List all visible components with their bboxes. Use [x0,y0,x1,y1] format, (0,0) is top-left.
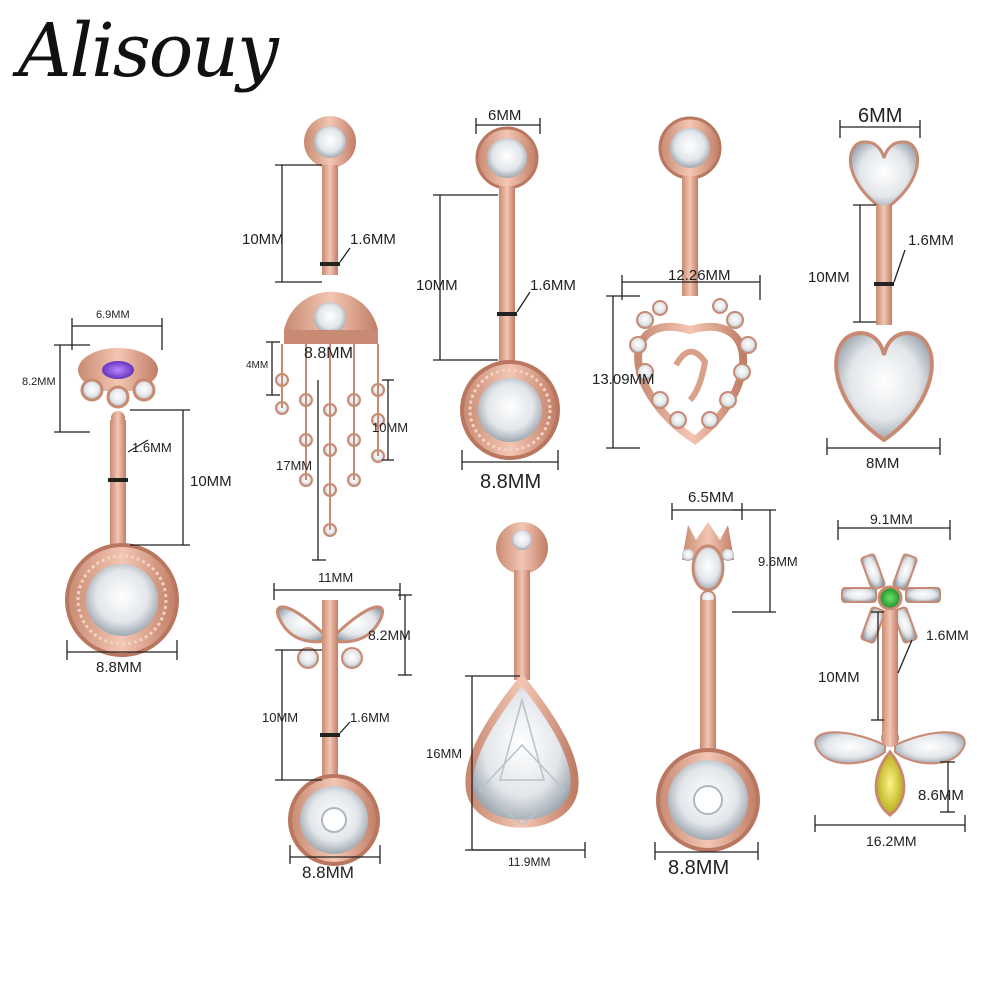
dim-label: 1.6MM [908,232,954,249]
dim-label: 1.6MM [132,440,172,455]
dim-label: 6.9MM [96,309,130,321]
dim-label: 1.6MM [926,627,969,643]
product-heart-cluster [629,116,757,445]
product-flower-bee [814,553,966,817]
product-round-halo-purple-marquise [65,348,179,657]
product-double-heart [834,140,934,443]
dim-label: 8.8MM [96,659,142,676]
dim-label: 10MM [262,710,298,725]
dimension-labels: 6.9MM 8.2MM 1.6MM 10MM 8.8MM 10MM 1.6MM … [22,105,969,882]
dim-label: 8.8MM [480,471,541,493]
dim-label: 4MM [246,360,268,371]
dim-label: 6MM [858,105,902,127]
dim-label: 10MM [808,269,850,286]
dim-label: 16.2MM [866,833,917,849]
dim-label: 8MM [866,455,899,472]
dim-label: 11MM [318,570,353,585]
dim-label: 8.8MM [304,345,353,362]
dim-label: 6.5MM [688,489,734,506]
dim-label: 8.8MM [302,863,354,882]
brand-logo: Alisouy [18,8,279,94]
dim-label: 10MM [416,277,458,294]
dim-label: 13.09MM [592,371,655,388]
dim-label: 8.8MM [668,857,729,879]
dim-label: 1.6MM [350,710,390,725]
product-round-halo-bezel [460,126,560,460]
dim-label: 11.9MM [508,855,550,869]
dim-label: 9.6MM [758,554,798,569]
dim-label: 8.2MM [22,376,56,388]
dim-label: 8.6MM [918,787,964,804]
product-butterfly-round-halo [276,600,384,866]
dim-label: 10MM [818,669,860,686]
dim-label: 6MM [488,107,521,124]
dimension-lines [54,118,966,864]
dim-label: 10MM [372,420,408,435]
dim-label: 17MM [276,458,312,473]
dim-label: 12.26MM [668,267,731,284]
product-crown-round-halo [656,522,760,852]
product-dome-chain-dangle [275,116,385,537]
dim-label: 10MM [242,231,284,248]
dim-label: 16MM [426,746,462,761]
product-teardrop [465,522,579,828]
dim-label: 9.1MM [870,511,913,527]
dim-label: 1.6MM [350,231,396,248]
dim-label: 10MM [190,473,232,490]
dim-label: 8.2MM [368,627,411,643]
dim-label: 1.6MM [530,277,576,294]
